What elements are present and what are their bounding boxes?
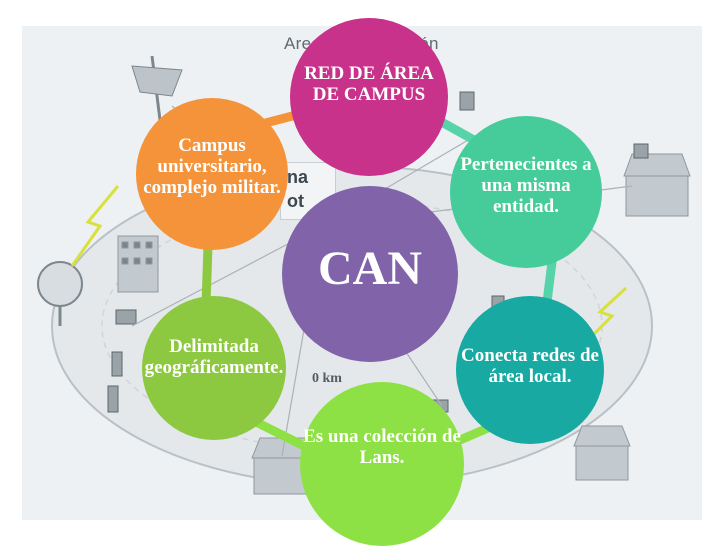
node-conecta-redes-de-area-local: Conecta redes de área local. — [456, 296, 604, 444]
node-label: Conecta redes de área local. — [461, 345, 599, 387]
node-label: Pertenecientes a una misma entidad. — [460, 153, 592, 217]
center-node-can: CAN — [282, 186, 458, 362]
center-label: CAN — [318, 242, 422, 295]
connector-bottom-to-bottom-left — [247, 415, 309, 451]
node-label: RED DE ÁREA DE CAMPUS — [304, 63, 434, 105]
node-label: Campus universitario, complejo militar. — [143, 134, 281, 198]
node-label: Delimitada geográficamente. — [144, 336, 284, 378]
node-coleccion-de-lans: Es una colección de Lans. — [300, 382, 464, 546]
distance-label: 0 km — [312, 371, 342, 386]
background-text-fragment: ot — [287, 191, 304, 211]
background-text-fragment: na — [287, 167, 309, 187]
node-red-de-area-de-campus: RED DE ÁREA DE CAMPUS — [290, 18, 448, 176]
node-delimitada-geograficamente: Delimitada geográficamente. — [142, 296, 286, 440]
node-pertenecientes-misma-entidad: Pertenecientes a una misma entidad. — [450, 116, 602, 268]
connector-bottom-left-to-top-left — [201, 241, 213, 309]
node-label: Es una colección de Lans. — [303, 426, 461, 468]
node-campus-universitario: Campus universitario, complejo militar. — [136, 98, 288, 250]
